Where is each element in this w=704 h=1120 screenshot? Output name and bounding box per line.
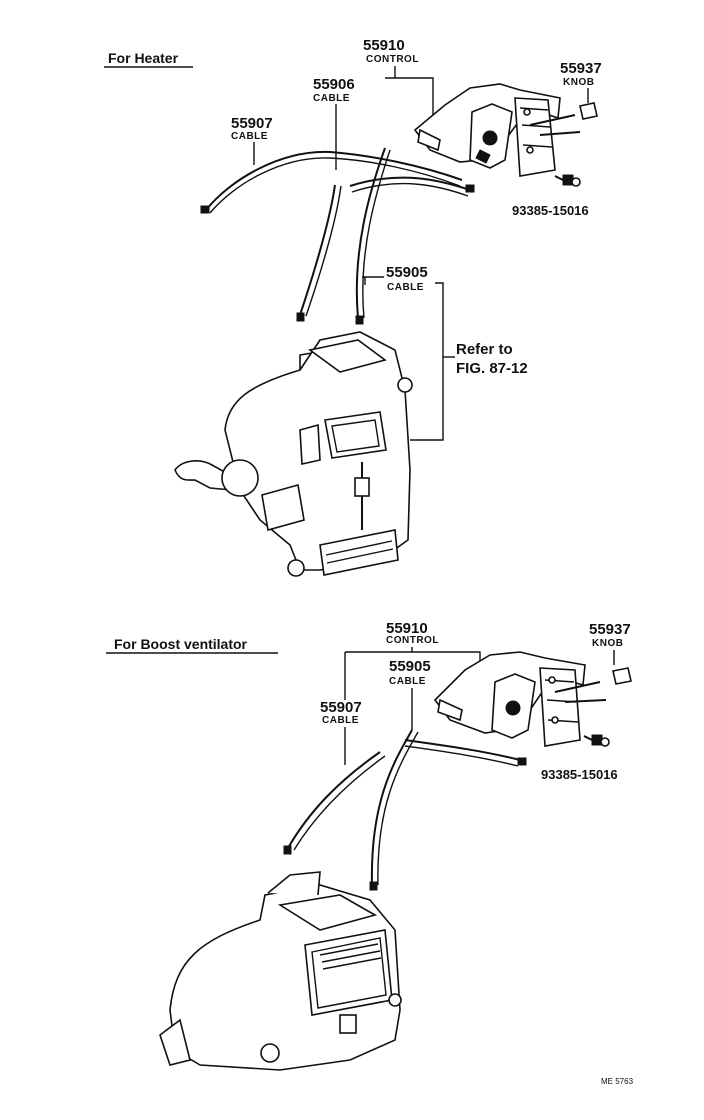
heater-cable-55905-name: CABLE — [387, 282, 424, 293]
heater-cable-55907-name: CABLE — [231, 131, 268, 142]
heater-cable-55906-name: CABLE — [313, 93, 350, 104]
boost-knob-number: 55937 — [589, 621, 631, 638]
heater-unit-drawing — [174, 331, 413, 577]
heater-cable-55907-number: 55907 — [231, 115, 273, 132]
heater-knob-drawing — [579, 102, 598, 120]
heater-refer-line1: Refer to — [456, 341, 513, 358]
heater-screw-number: 93385-15016 — [512, 203, 589, 218]
heater-control-number: 55910 — [363, 37, 405, 54]
boost-cable-55907-number: 55907 — [320, 699, 362, 716]
boost-unit-drawing — [159, 871, 402, 1071]
heater-control-leader — [385, 66, 434, 115]
heater-knob-name: KNOB — [563, 77, 594, 88]
boost-control-number: 55910 — [386, 620, 428, 637]
heater-control-name: CONTROL — [366, 54, 419, 65]
boost-cable-55905-number: 55905 — [389, 658, 431, 675]
boost-screw-number: 93385-15016 — [541, 767, 618, 782]
boost-screw-drawing — [583, 734, 610, 747]
boost-section: For Boost ventilator 55910 CONTROL 55937… — [106, 620, 632, 1071]
heater-cable-55906-number: 55906 — [313, 76, 355, 93]
heater-cables-drawing — [200, 147, 475, 325]
boost-control-assembly-drawing — [433, 651, 607, 747]
heater-refer-line2: FIG. 87-12 — [456, 360, 528, 377]
heater-screw-drawing — [554, 174, 581, 187]
boost-knob-drawing — [612, 667, 632, 685]
boost-section-title: For Boost ventilator — [114, 636, 248, 652]
drawing-code: ME 5763 — [601, 1077, 634, 1086]
heater-control-assembly-drawing — [413, 83, 581, 177]
heater-knob-number: 55937 — [560, 60, 602, 77]
heater-refer-bracket — [362, 276, 444, 441]
heater-section-title: For Heater — [108, 50, 179, 66]
boost-knob-name: KNOB — [592, 638, 623, 649]
boost-cable-55907-name: CABLE — [322, 715, 359, 726]
boost-control-name: CONTROL — [386, 635, 439, 646]
boost-cables-drawing — [283, 729, 527, 891]
heater-cable-55905-number: 55905 — [386, 264, 428, 281]
boost-cable-55905-name: CABLE — [389, 676, 426, 687]
heater-section: For Heater 55910 CONTROL 55937 KNOB 5590… — [104, 37, 602, 577]
